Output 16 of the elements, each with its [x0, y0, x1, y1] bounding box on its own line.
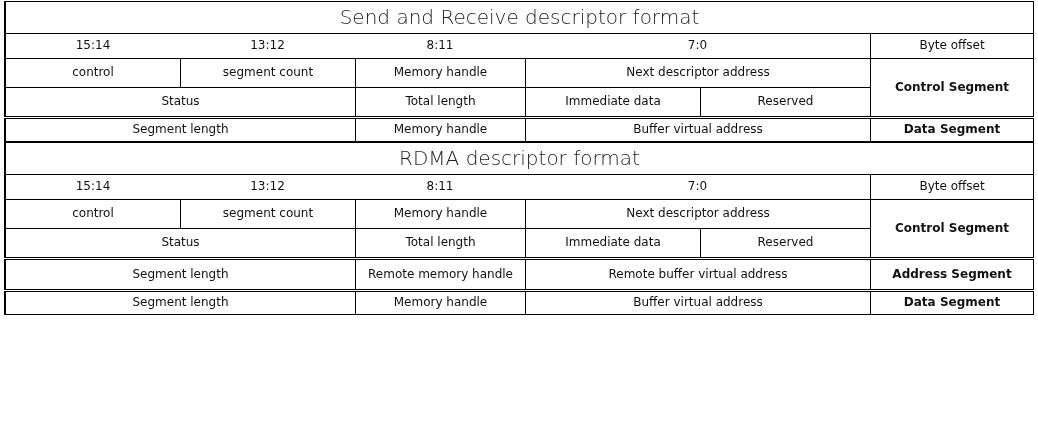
table-cell: Memory handle [355, 291, 526, 315]
row-header: Control Segment [870, 199, 1034, 258]
table-title: RDMA descriptor format [5, 142, 1034, 175]
row-header: Control Segment [870, 58, 1034, 117]
table-cell: Segment length [5, 291, 356, 315]
table-title: Send and Receive descriptor format [5, 1, 1034, 34]
table-cell: Memory handle [355, 118, 526, 142]
table-cell: Buffer virtual address [525, 291, 871, 315]
row-header: Data Segment [870, 118, 1034, 142]
table-cell: Buffer virtual address [525, 118, 871, 142]
row-header: Data Segment [870, 291, 1034, 315]
table-cell: Remote buffer virtual address [525, 259, 871, 290]
table-cell: Remote memory handle [355, 259, 526, 290]
table-cell: Segment length [5, 259, 356, 290]
table-cell: Segment length [5, 118, 356, 142]
row-header: Address Segment [870, 259, 1034, 290]
